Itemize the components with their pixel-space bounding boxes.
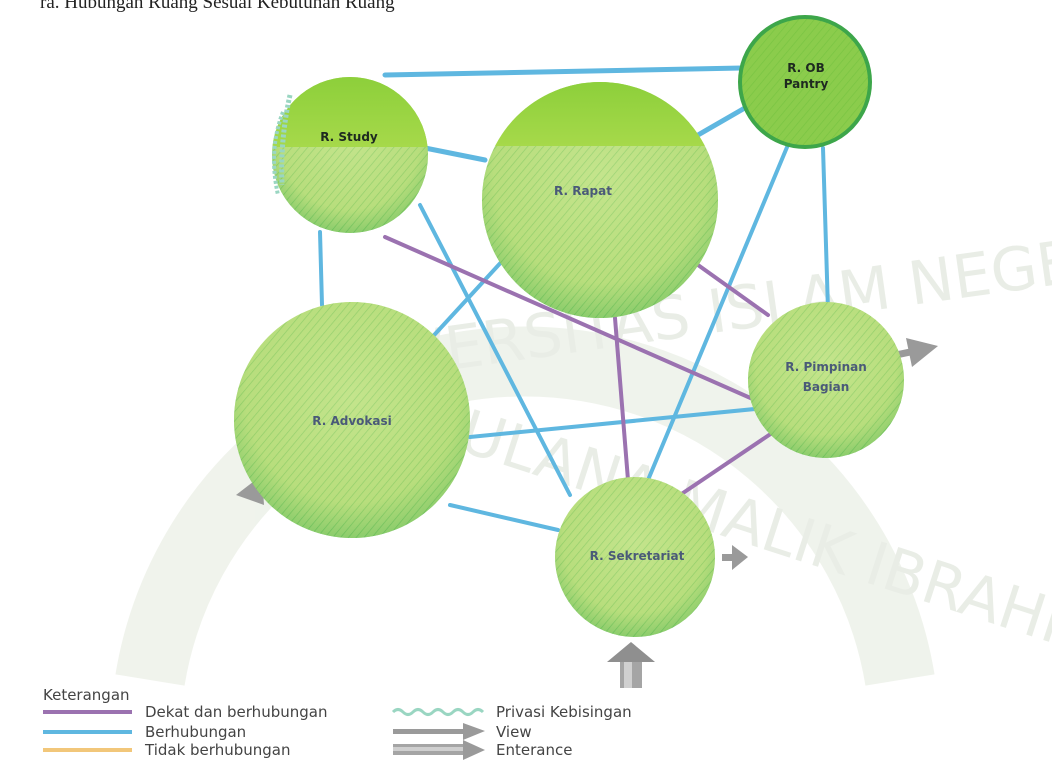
node-pimpinan-label-2: Bagian: [803, 380, 850, 394]
legend: Keterangan Dekat dan berhubungan Berhubu…: [43, 686, 632, 760]
node-ob-label-2: Pantry: [784, 77, 829, 91]
legend-title: Keterangan: [43, 686, 130, 704]
entrance-arrow: [607, 642, 655, 688]
edge-ob-pimpinan: [821, 146, 830, 312]
node-pimpinan: R. Pimpinan Bagian: [748, 302, 904, 458]
edge-study-sekretariat: [418, 203, 572, 497]
legend-label-enterance: Enterance: [496, 741, 572, 759]
legend-label-berhubungan: Berhubungan: [145, 723, 246, 741]
node-rapat-label: R. Rapat: [554, 184, 612, 198]
legend-label-dekat: Dekat dan berhubungan: [145, 703, 327, 721]
legend-swatch-privasi: [391, 708, 485, 716]
node-study-label: R. Study: [320, 130, 378, 144]
node-sekretariat-label: R. Sekretariat: [590, 549, 685, 563]
edge-rapat-ob: [695, 102, 753, 138]
edge-pimpinan-sekretariat: [678, 431, 774, 497]
node-rapat: R. Rapat: [482, 82, 718, 318]
edge-rapat-advokasi: [423, 256, 507, 347]
node-ob-label-1: R. OB: [787, 61, 825, 75]
legend-label-tidak: Tidak berhubungan: [144, 741, 290, 759]
edge-study-rapat: [422, 145, 488, 163]
legend-swatch-enterance: [393, 740, 485, 760]
node-advokasi: R. Advokasi: [234, 302, 470, 538]
connections: [318, 65, 830, 532]
node-pimpinan-label-1: R. Pimpinan: [785, 360, 867, 374]
legend-swatch-view: [393, 723, 485, 740]
edge-study-ob: [382, 65, 745, 78]
edge-rapat-sekretariat: [613, 316, 630, 482]
edge-study-pimpinan: [383, 235, 757, 402]
node-advokasi-label: R. Advokasi: [312, 414, 391, 428]
edge-rapat-pimpinan: [696, 263, 770, 317]
top-caption: ra. Hubungan Ruang Sesuai Kebutuhan Ruan…: [40, 0, 395, 13]
edge-study-advokasi: [318, 230, 324, 307]
legend-label-view: View: [496, 723, 532, 741]
view-arrow-sekretariat: [722, 545, 748, 570]
edge-advokasi-sekretariat: [448, 503, 560, 532]
node-ob: R. OB Pantry: [738, 15, 872, 149]
legend-label-privasi: Privasi Kebisingan: [496, 703, 632, 721]
node-study: R. Study: [272, 77, 428, 233]
edge-ob-sekretariat: [646, 138, 792, 482]
node-sekretariat: R. Sekretariat: [555, 477, 715, 637]
edge-advokasi-pimpinan: [468, 406, 767, 439]
